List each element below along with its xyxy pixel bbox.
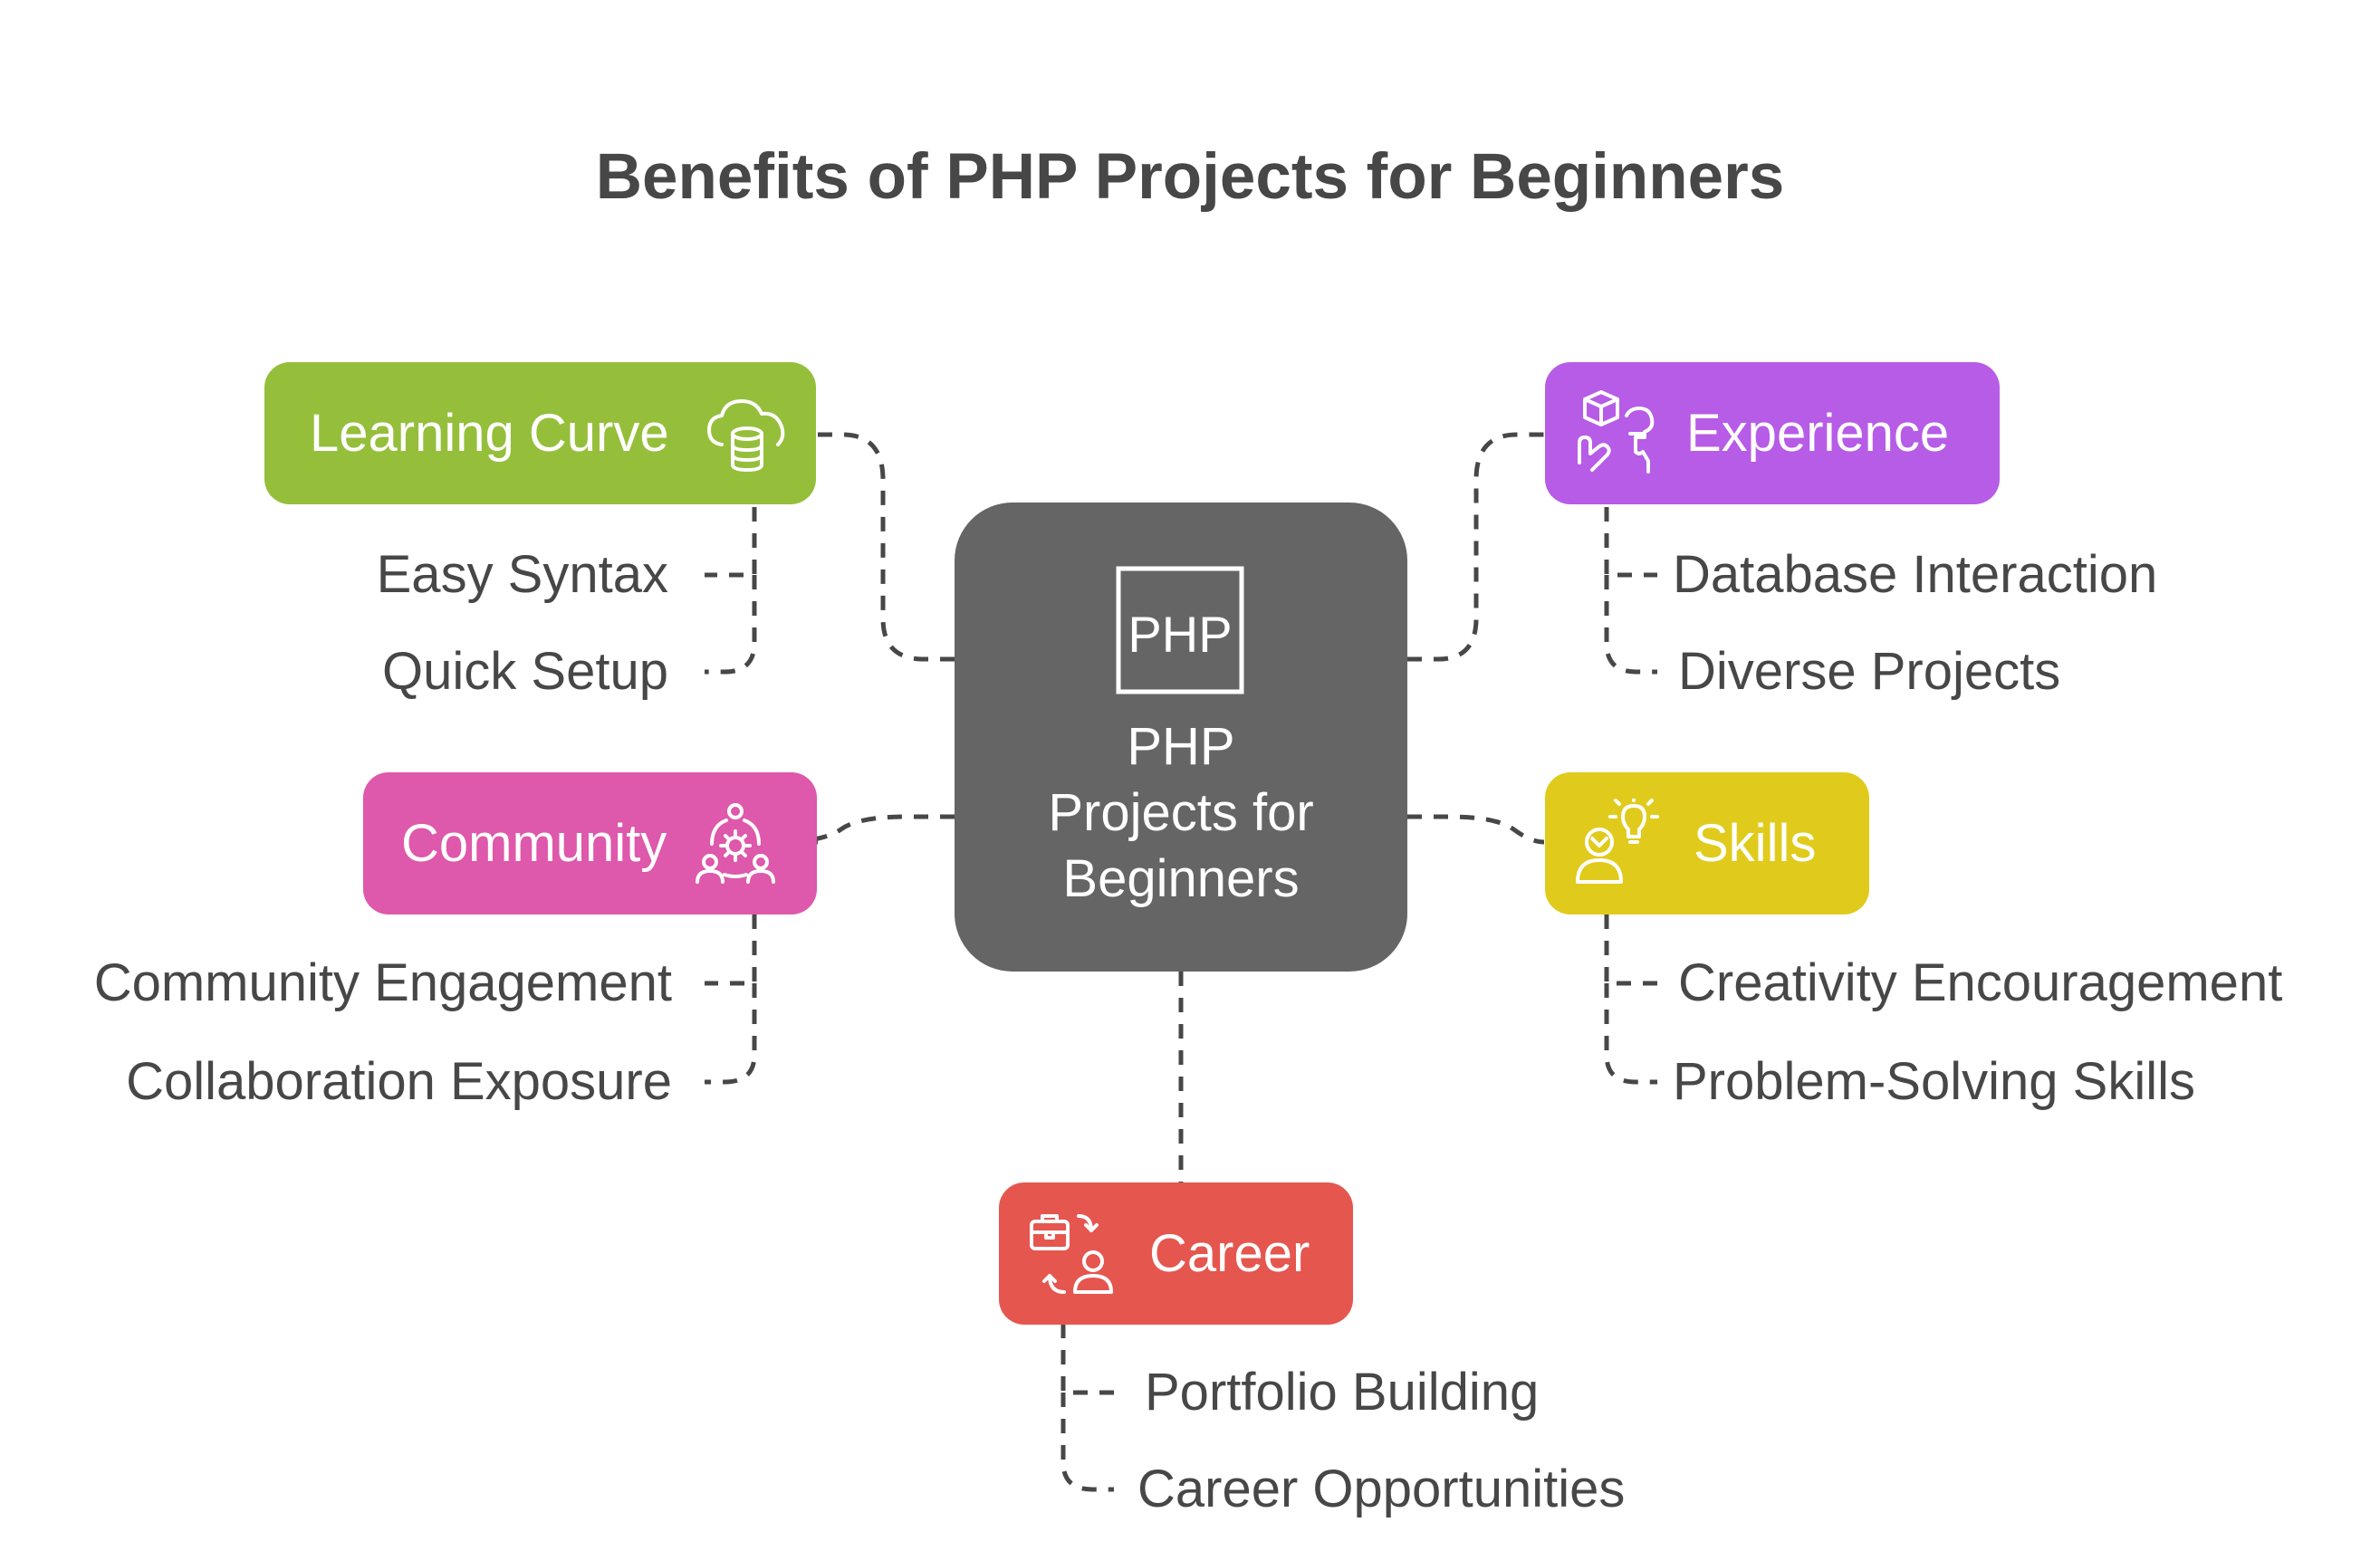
center-label-line-2: Projects for [1048, 783, 1314, 842]
connector-learning-curve [818, 432, 955, 662]
node-career[interactable]: Career [999, 1182, 1353, 1325]
briefcase-person-icon [1026, 1209, 1117, 1299]
node-skills[interactable]: Skills [1545, 772, 1869, 914]
node-learning-curve[interactable]: Learning Curve [264, 362, 816, 504]
connector-easy-syntax [705, 507, 757, 578]
connector-skills [1407, 814, 1545, 845]
php-icon: PHP [1116, 566, 1244, 694]
connector-diverse-projects [1604, 575, 1657, 675]
node-community-label: Community [401, 814, 667, 873]
connector-database-interaction [1604, 507, 1657, 578]
leaf-portfolio-building: Portfolio Building [1145, 1363, 1540, 1422]
node-experience-label: Experience [1686, 404, 1950, 463]
connector-community-engagement [705, 914, 757, 986]
node-experience[interactable]: Experience [1545, 362, 2000, 504]
coins-cloud-icon [702, 388, 792, 479]
leaf-career-opportunities: Career Opportunities [1137, 1460, 1626, 1518]
leaf-collaboration-exposure: Collaboration Exposure [126, 1052, 672, 1111]
connector-quick-setup [705, 575, 757, 675]
leaf-diverse-projects: Diverse Projects [1678, 642, 2061, 701]
center-node[interactable]: PHP PHP Projects for Beginners [955, 503, 1407, 972]
center-node-label: PHP Projects for Beginners [955, 713, 1407, 912]
connector-portfolio [1060, 1324, 1114, 1395]
leaf-community-engagement: Community Engagement [93, 953, 672, 1012]
connector-career-opportunities [1060, 1393, 1114, 1492]
center-label-line-3: Beginners [1062, 849, 1300, 908]
leaf-problem-solving-skills: Problem-Solving Skills [1673, 1052, 2195, 1111]
node-community[interactable]: Community [363, 772, 817, 914]
node-career-label: Career [1149, 1224, 1310, 1283]
node-skills-label: Skills [1694, 814, 1817, 873]
leaf-quick-setup: Quick Setup [382, 642, 668, 701]
person-lightbulb-icon [1572, 794, 1663, 889]
node-learning-curve-label: Learning Curve [310, 404, 669, 463]
connector-creativity [1604, 914, 1657, 986]
connector-experience [1407, 432, 1544, 662]
hand-box-icon [1572, 388, 1663, 479]
leaf-database-interaction: Database Interaction [1673, 545, 2158, 604]
connector-collaboration-exposure [705, 983, 757, 1085]
leaf-creativity-encouragement: Creativity Encouragement [1678, 953, 2283, 1012]
community-people-icon [690, 799, 781, 889]
diagram-title: Benefits of PHP Projects for Beginners [595, 141, 1785, 213]
center-label-line-1: PHP [1127, 717, 1235, 776]
svg-text:PHP: PHP [1128, 606, 1232, 663]
leaf-easy-syntax: Easy Syntax [376, 545, 668, 604]
connector-problem-solving [1604, 983, 1657, 1085]
